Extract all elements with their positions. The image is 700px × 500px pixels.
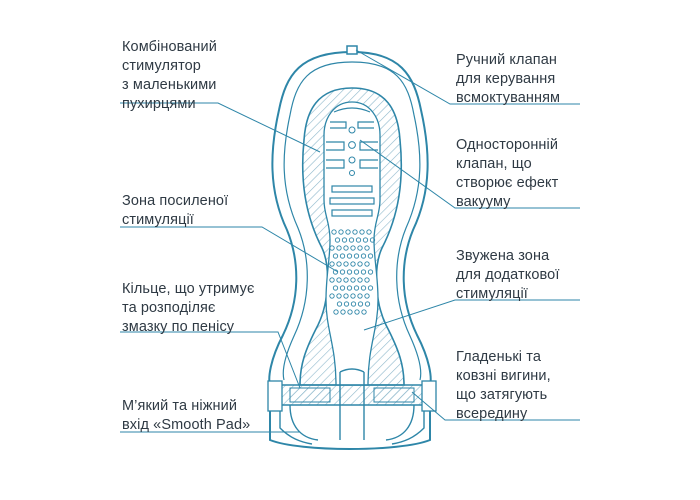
manual-valve-stub	[346, 45, 358, 55]
bubble	[350, 245, 356, 251]
bubble	[343, 245, 349, 251]
bubble	[346, 253, 353, 259]
label-ring: Кільце, що утримує та розподіляє змазку …	[122, 281, 255, 335]
bubble	[364, 301, 371, 307]
bubble	[357, 277, 363, 283]
bubble	[338, 229, 344, 235]
bubble	[360, 269, 367, 275]
bubble	[366, 229, 372, 235]
bubble	[364, 261, 370, 267]
bubble	[367, 253, 374, 259]
leader-one-way-valve	[359, 139, 580, 209]
label-one-way-valve: Односторонній клапан, що створює ефект в…	[456, 137, 559, 210]
bubble	[333, 309, 339, 315]
bubble	[357, 301, 364, 307]
bubble	[336, 293, 342, 299]
bubble	[329, 293, 335, 299]
bubble	[360, 253, 367, 259]
label-combined-stimulator: Комбінований стимулятор з маленькими пух…	[122, 39, 217, 112]
leader-smooth-curves	[411, 391, 580, 421]
leader-enhanced-zone	[120, 226, 339, 273]
bubble	[353, 269, 360, 275]
bubble	[332, 253, 339, 259]
bubble	[350, 301, 357, 307]
bubble	[353, 253, 360, 259]
bubble	[343, 277, 349, 283]
bubble	[343, 261, 349, 267]
bubble	[345, 229, 351, 235]
bubble	[332, 285, 339, 291]
bubble	[331, 229, 337, 235]
bubble	[343, 301, 350, 307]
label-enhanced-zone: Зона посиленої стимуляції	[122, 193, 229, 228]
bubble	[329, 261, 335, 267]
bubble	[360, 285, 367, 291]
bubble	[346, 285, 353, 291]
bubble	[339, 285, 346, 291]
bubble	[357, 293, 363, 299]
label-smooth-pad: М’який та ніжний вхід «Smooth Pad»	[122, 398, 251, 433]
bubble	[336, 245, 342, 251]
bubble	[367, 269, 374, 275]
outer-case-outline	[268, 50, 432, 450]
stimulator-ribs	[326, 107, 378, 169]
bubble	[367, 285, 374, 291]
bubble	[357, 261, 363, 267]
label-manual-valve: Ручний клапан для керування всмоктування…	[456, 52, 561, 106]
leader-lines	[120, 49, 580, 433]
bubble	[364, 245, 370, 251]
bubble	[336, 261, 342, 267]
bubble	[357, 245, 363, 251]
bubble	[339, 269, 346, 275]
bubble	[364, 293, 370, 299]
smooth-pad-entry	[279, 368, 425, 445]
bubble	[359, 229, 365, 235]
leader-ring	[120, 331, 301, 389]
leader-combined-stimulator	[120, 102, 321, 153]
bubble	[340, 309, 346, 315]
bubble	[364, 277, 370, 283]
bubble-grid	[329, 229, 376, 315]
bubble	[329, 277, 335, 283]
bubble	[347, 309, 353, 315]
bubble	[348, 237, 355, 243]
bubble	[350, 261, 356, 267]
bubble	[339, 253, 346, 259]
bubble	[369, 237, 376, 243]
bubble	[355, 237, 362, 243]
bubble	[334, 237, 341, 243]
bubble	[343, 293, 349, 299]
bubble	[353, 285, 360, 291]
small-bubbles-top	[348, 126, 356, 176]
label-smooth-curves: Гладенькі та ковзні вигини, що затягують…	[456, 349, 551, 422]
label-narrowed-zone: Звужена зона для додаткової стимуляції	[456, 248, 560, 302]
leader-manual-valve	[355, 49, 580, 105]
enhanced-zone-bars	[329, 185, 375, 217]
bubble	[329, 245, 335, 251]
bubble	[354, 309, 360, 315]
inner-case-outline	[282, 61, 422, 381]
bubble	[350, 293, 356, 299]
bubble	[350, 277, 356, 283]
leader-narrowed-zone	[363, 299, 580, 331]
bubble	[352, 229, 358, 235]
bubble	[362, 237, 369, 243]
bubble	[341, 237, 348, 243]
bubble	[361, 309, 367, 315]
bubble	[346, 269, 353, 275]
bubble	[336, 301, 343, 307]
lubricant-ring	[267, 380, 437, 412]
bubble	[336, 277, 342, 283]
